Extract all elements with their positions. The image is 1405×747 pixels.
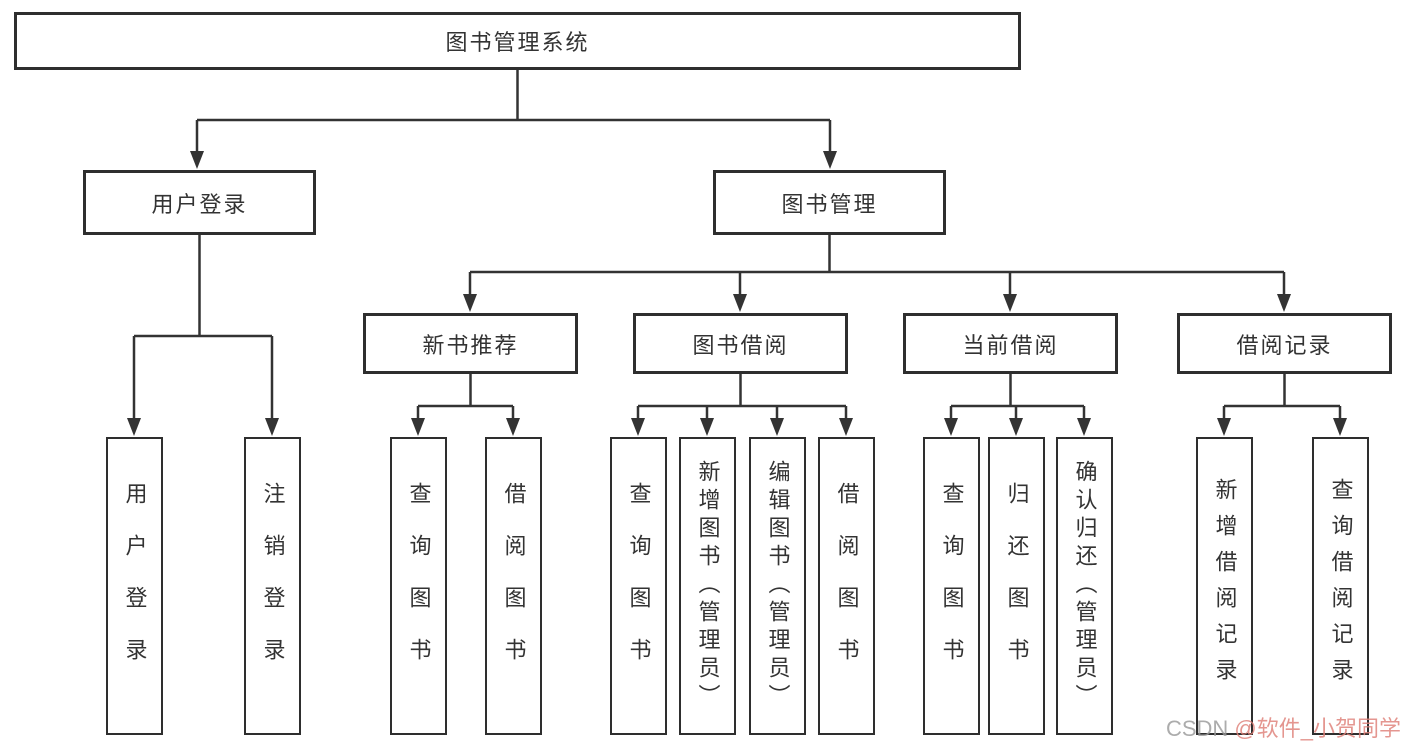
arrow-down-icon [631, 418, 645, 436]
node-label: 确认归还（管理员） [1072, 460, 1098, 712]
arrow-down-icon [700, 418, 714, 436]
node-book-borrowing: 图书借阅 [633, 313, 848, 374]
leaf-logout: 注销登录 [244, 437, 301, 735]
watermark-prefix: CSDN [1165, 716, 1235, 741]
leaf-query-books-current: 查询图书 [923, 437, 980, 735]
node-label: 当前借阅 [962, 332, 1059, 358]
leaf-confirm-return-admin: 确认归还（管理员） [1056, 437, 1113, 735]
leaf-edit-book-admin: 编辑图书（管理员） [749, 437, 806, 735]
arrow-down-icon [265, 418, 279, 436]
node-label: 注销登录 [260, 482, 286, 690]
node-borrow-records: 借阅记录 [1177, 313, 1392, 374]
leaf-add-book-admin: 新增图书（管理员） [679, 437, 736, 735]
node-label: 查询图书 [406, 482, 432, 690]
node-label: 新书推荐 [422, 332, 519, 358]
leaf-return-book: 归还图书 [988, 437, 1045, 735]
node-label: 查询图书 [939, 482, 965, 690]
node-label: 图书管理系统 [445, 30, 590, 55]
arrowheads [127, 151, 1347, 436]
node-label: 用户登录 [151, 191, 248, 217]
node-user-login: 用户登录 [83, 170, 316, 235]
node-label: 新增借阅记录 [1212, 478, 1238, 694]
connector-lines [132, 70, 1342, 421]
arrow-down-icon [839, 418, 853, 436]
node-book-management: 图书管理 [713, 170, 946, 235]
arrow-down-icon [1333, 418, 1347, 436]
leaf-borrow-books-recommend: 借阅图书 [485, 437, 542, 735]
arrow-down-icon [1077, 418, 1091, 436]
node-label: 借阅记录 [1236, 332, 1333, 358]
node-label: 图书借阅 [692, 332, 789, 358]
leaf-query-books-recommend: 查询图书 [390, 437, 447, 735]
watermark-handle: @软件_小贺同学 [1234, 716, 1401, 741]
leaf-add-borrow-record: 新增借阅记录 [1196, 437, 1253, 735]
arrow-down-icon [463, 294, 477, 312]
arrow-down-icon [411, 418, 425, 436]
node-label: 查询借阅记录 [1328, 478, 1354, 694]
leaf-borrow-books: 借阅图书 [818, 437, 875, 735]
arrow-down-icon [733, 294, 747, 312]
leaf-user-login: 用户登录 [106, 437, 163, 735]
arrow-down-icon [770, 418, 784, 436]
node-current-borrowing: 当前借阅 [903, 313, 1118, 374]
node-label: 借阅图书 [834, 482, 860, 690]
node-label: 用户登录 [122, 482, 148, 690]
arrow-down-icon [1277, 294, 1291, 312]
node-label: 编辑图书（管理员） [765, 460, 791, 712]
node-new-book-recommend: 新书推荐 [363, 313, 578, 374]
node-label: 归还图书 [1004, 482, 1030, 690]
node-root: 图书管理系统 [14, 12, 1021, 70]
node-label: 查询图书 [626, 482, 652, 690]
node-label: 借阅图书 [501, 482, 527, 690]
arrow-down-icon [944, 418, 958, 436]
arrow-down-icon [1217, 418, 1231, 436]
csdn-watermark: CSDN @软件_小贺同学 [1166, 711, 1401, 743]
leaf-query-borrow-record: 查询借阅记录 [1312, 437, 1369, 735]
node-label: 新增图书（管理员） [695, 460, 721, 712]
arrow-down-icon [190, 151, 204, 169]
arrow-down-icon [823, 151, 837, 169]
arrow-down-icon [127, 418, 141, 436]
node-label: 图书管理 [781, 191, 878, 217]
arrow-down-icon [1003, 294, 1017, 312]
arrow-down-icon [1009, 418, 1023, 436]
leaf-query-books-borrowing: 查询图书 [610, 437, 667, 735]
arrow-down-icon [506, 418, 520, 436]
